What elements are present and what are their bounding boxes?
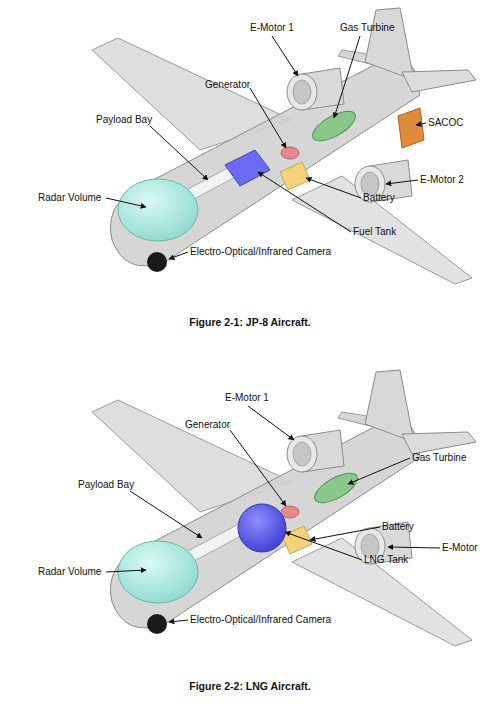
part-label: Radar Volume (38, 566, 101, 578)
fuel-tank (225, 150, 270, 186)
generator-part (281, 147, 299, 159)
leader-line (169, 620, 188, 622)
camera-sphere (147, 614, 167, 634)
part-label: E-Motor (442, 542, 478, 554)
leader-line (150, 126, 208, 180)
leader-line (348, 458, 410, 484)
leader-lines (106, 36, 426, 259)
leader-line (310, 527, 380, 540)
part-label: Payload Bay (96, 114, 152, 126)
figure-caption: Figure 2-2: LNG Aircraft. (189, 680, 311, 692)
part-label: LNG Tank (364, 554, 408, 566)
leader-line (386, 180, 418, 184)
leader-line (258, 172, 351, 232)
part-label: Payload Bay (78, 479, 134, 491)
radar-volume (118, 179, 198, 241)
part-label: Radar Volume (38, 192, 101, 204)
gas-turbine (310, 467, 362, 508)
leader-line (130, 491, 202, 538)
jp8-aircraft (92, 8, 476, 284)
airframe (92, 370, 476, 646)
leader-line (106, 570, 146, 572)
gas-turbine (308, 105, 360, 146)
leader-line (285, 532, 362, 560)
leader-line (250, 88, 286, 148)
leader-line (106, 198, 146, 207)
leader-lines (106, 406, 440, 622)
e-motor-nacelle (287, 68, 344, 110)
part-label: Battery (382, 521, 414, 533)
part-label: E-Motor 2 (420, 174, 464, 186)
leader-line (388, 547, 440, 548)
part-label: SACOC (428, 117, 464, 129)
part-label: E-Motor 1 (250, 22, 294, 34)
leader-line (248, 406, 294, 440)
leader-line (169, 252, 188, 259)
part-label: Generator (205, 79, 250, 91)
lng-tank (238, 504, 286, 552)
part-label: Generator (185, 419, 230, 431)
lng-aircraft (92, 370, 476, 646)
leader-line (334, 36, 360, 118)
part-label: Battery (363, 192, 395, 204)
e-motor-nacelle (287, 430, 344, 472)
camera-sphere (147, 252, 167, 272)
part-label: E-Motor 1 (225, 392, 269, 404)
leader-line (306, 178, 361, 198)
leader-line (272, 36, 298, 76)
leader-line (416, 123, 426, 125)
part-label: Gas Turbine (412, 452, 466, 464)
part-label: Electro-Optical/Infrared Camera (190, 614, 331, 626)
part-label: Electro-Optical/Infrared Camera (190, 246, 331, 258)
sacoc-part (398, 108, 424, 148)
part-label: Fuel Tank (353, 226, 396, 238)
leader-line (230, 430, 286, 506)
battery-box (280, 162, 310, 190)
generator-part (281, 506, 299, 518)
figure-caption: Figure 2-1: JP-8 Aircraft. (189, 316, 311, 328)
radar-volume (118, 541, 198, 603)
part-label: Gas Turbine (340, 22, 394, 34)
airframe (92, 8, 476, 284)
